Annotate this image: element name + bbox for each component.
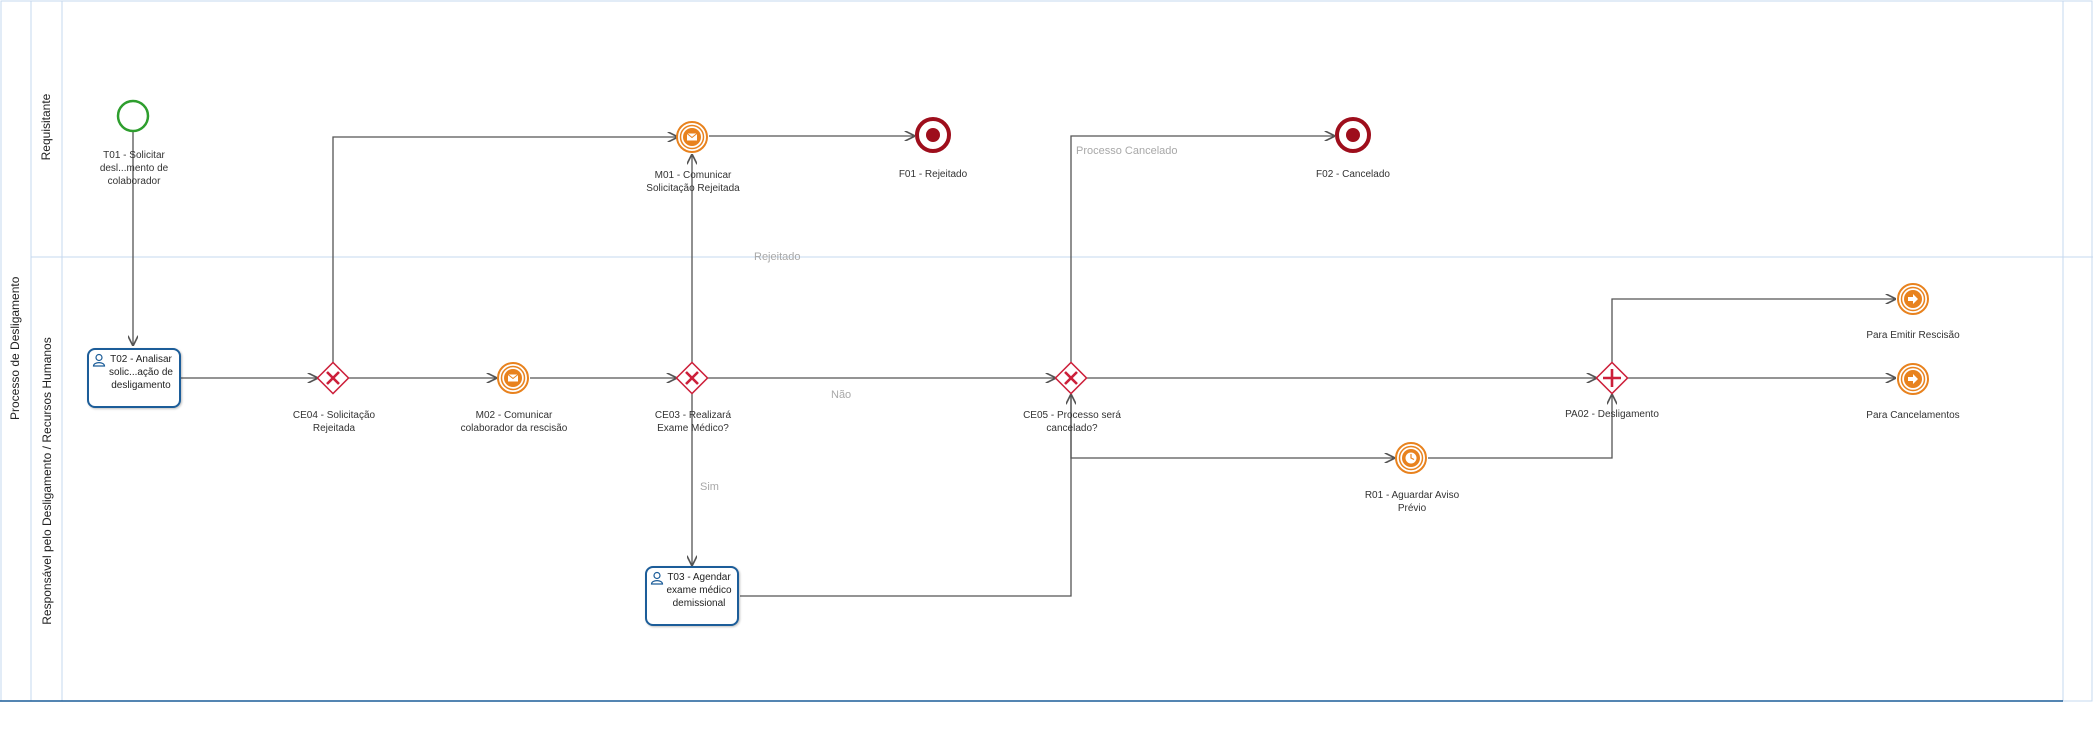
message-event-m01-icon: [676, 121, 708, 153]
gateway-ce03-icon: [675, 361, 709, 395]
flow-ce05-f02: [1070, 136, 1334, 362]
user-task-icon: [92, 353, 106, 367]
end-event-f02-icon: [1335, 117, 1371, 153]
flow-t03-ce05: [740, 395, 1071, 597]
flow-r01-pa02: [1428, 395, 1612, 459]
flow-ce05-r01: [1070, 394, 1394, 458]
gateway-pa02-label: PA02 - Desligamento: [1565, 409, 1659, 420]
link-event-rescisao-icon: [1897, 283, 1929, 315]
gateway-ce05-label: CE05 - Processo será cancelado?: [1023, 410, 1121, 434]
timer-r01-label: R01 - Aguardar Aviso Prévio: [1364, 490, 1460, 514]
flow-ce04-m01: [332, 137, 677, 362]
link-cancel-label: Para Cancelamentos: [1866, 410, 1960, 421]
user-task-icon: [650, 571, 664, 585]
gateway-ce04-icon: [316, 361, 350, 395]
start-event-label: T01 - Solicitar desl...mento de colabora…: [99, 150, 169, 187]
lane-title-requisitante: Requisitante: [39, 93, 53, 161]
message-event-m02-icon: [497, 362, 529, 394]
link-event-cancel-icon: [1897, 363, 1929, 395]
pool-title: Processo de Desligamento: [8, 276, 22, 420]
message-m01-label: M01 - Comunicar Solicitação Rejeitada: [646, 170, 740, 194]
flow-label-rejeitado: Rejeitado: [754, 251, 801, 263]
gateway-ce05-icon: [1054, 361, 1088, 395]
task-t03[interactable]: T03 - Agendar exame médico demissional: [645, 566, 739, 626]
end-event-f02-label: F02 - Cancelado: [1316, 169, 1390, 180]
task-t03-label: T03 - Agendar exame médico demissional: [666, 572, 732, 609]
end-event-f01-label: F01 - Rejeitado: [898, 169, 968, 180]
flow-label-sim: Sim: [700, 481, 719, 493]
task-t02-label: T02 - Analisar solic...ação de desligame…: [109, 354, 173, 391]
task-t02[interactable]: T02 - Analisar solic...ação de desligame…: [87, 348, 181, 408]
timer-event-r01-icon: [1395, 442, 1427, 474]
lane-title-rh: Responsável pelo Desligamento / Recursos…: [40, 337, 54, 625]
flow-label-processo-cancelado: Processo Cancelado: [1076, 145, 1178, 157]
gateway-ce03-label: CE03 - Realizará Exame Médico?: [654, 410, 732, 434]
pool-frame: [0, 0, 2093, 702]
flow-label-nao: Não: [831, 389, 852, 401]
link-rescisao-label: Para Emitir Rescisão: [1866, 330, 1960, 341]
message-m02-label: M02 - Comunicar colaborador da rescisão: [460, 410, 568, 434]
end-event-f01-icon: [915, 117, 951, 153]
gateway-pa02-icon: [1595, 361, 1629, 395]
sequence-flows: [133, 130, 1895, 597]
flow-pa02-rescisao: [1611, 299, 1895, 362]
gateway-ce04-label: CE04 - Solicitação Rejeitada: [292, 410, 376, 434]
start-event-icon: [116, 99, 150, 133]
